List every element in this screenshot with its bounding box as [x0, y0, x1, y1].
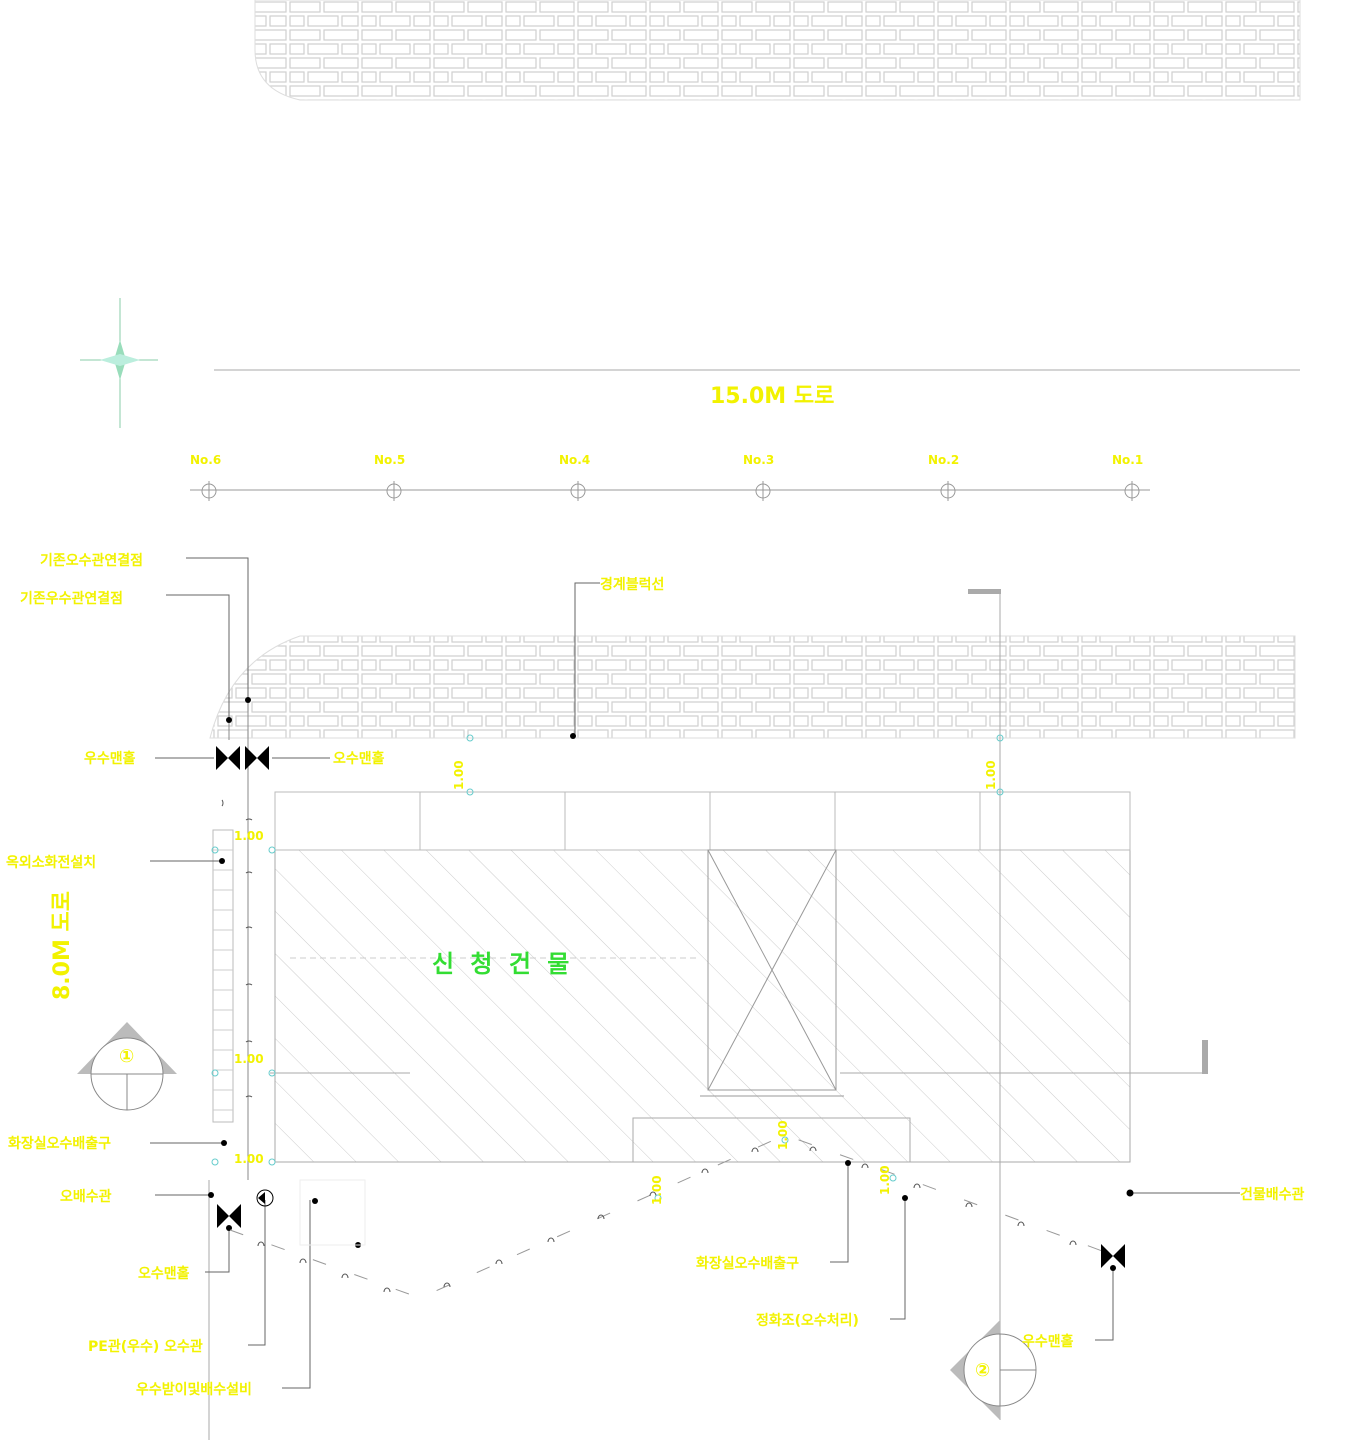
dim-top-b: 1.00 [984, 760, 998, 790]
station-no4: No.4 [559, 453, 591, 467]
side-road-label: 8.0M 도로 [50, 890, 75, 1000]
drain-pipe [229, 1134, 1114, 1299]
station-no1: No.1 [1112, 453, 1144, 467]
callout-valve-right: 오수맨홀 [333, 751, 385, 767]
section-label-bottom: ② [975, 1360, 991, 1381]
dim-left-mid: 1.00 [234, 1052, 264, 1066]
callout-left-low-2: 오배수관 [60, 1189, 112, 1205]
callout-left-top-1: 기존오수관연결점 [40, 553, 144, 569]
main-road-label: 15.0M 도로 [710, 384, 835, 409]
callout-right-2: 우수맨홀 [1022, 1334, 1074, 1350]
north-arrow-icon [80, 298, 158, 428]
valve-icons [216, 746, 1125, 1268]
callout-left-mid: 옥외소화전설치 [6, 855, 97, 871]
top-paving-strip [254, 0, 1301, 101]
dim-slope-c: 1.00 [878, 1165, 892, 1195]
dim-slope-a: 1.00 [650, 1175, 664, 1205]
callout-left-low-1: 화장실오수배출구 [8, 1136, 112, 1152]
station-no3: No.3 [743, 453, 775, 467]
callout-right-1: 건물배수관 [1240, 1187, 1305, 1203]
section-label-left: ① [119, 1046, 135, 1067]
station-markers [201, 481, 1140, 501]
station-no2: No.2 [928, 453, 960, 467]
stair-core [700, 849, 844, 1097]
mid-paving-strip [209, 635, 1296, 739]
dim-top-a: 1.00 [452, 760, 466, 790]
parking-bays [274, 791, 1131, 851]
section-marker-left [77, 1022, 177, 1111]
dim-slope-b: 1.00 [776, 1120, 790, 1150]
callout-left-low-4: PE관(우수) 오수관 [88, 1339, 203, 1355]
callout-bottom-mid-2: 정화조(오수처리) [756, 1313, 859, 1329]
callout-left-low-5: 우수받이및배수설비 [136, 1382, 252, 1398]
callout-bottom-mid-1: 화장실오수배출구 [696, 1256, 800, 1272]
building-label: 신 청 건 물 [432, 950, 574, 978]
callout-left-low-3: 오수맨홀 [138, 1266, 190, 1282]
callout-valve-left: 우수맨홀 [84, 751, 136, 767]
dim-left-top: 1.00 [234, 829, 264, 843]
station-no5: No.5 [374, 453, 406, 467]
drain-arcs [221, 799, 1077, 1293]
dim-left-bot: 1.00 [234, 1152, 264, 1166]
callout-left-top-2: 기존우수관연결점 [20, 591, 124, 607]
section-marker-bottom [950, 1320, 1037, 1420]
callout-center-top: 경계블럭선 [600, 577, 665, 593]
building-hatch [274, 849, 1131, 1163]
left-ramp [212, 829, 234, 1123]
manhole-icon [256, 1189, 274, 1207]
station-no6: No.6 [190, 453, 222, 467]
